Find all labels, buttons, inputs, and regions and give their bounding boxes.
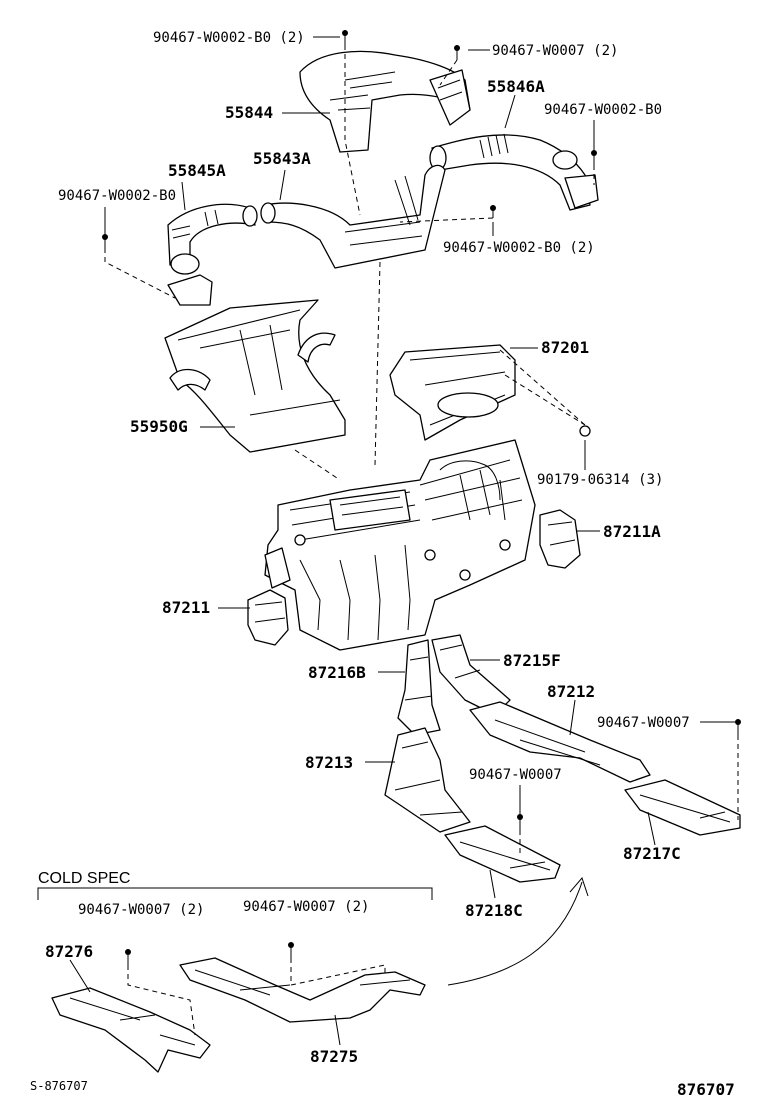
part-87213: [384, 727, 471, 833]
assembly-lines: [104, 45, 739, 1036]
label-ref-right: 876707: [677, 1080, 735, 1099]
label-87213: 87213: [305, 753, 353, 772]
label-90467-w0002-b0-center: 90467-W0002-B0 (2): [443, 240, 595, 256]
label-87211: 87211: [162, 598, 210, 617]
part-87212: [469, 701, 651, 783]
part-87275: [179, 957, 426, 1023]
part-55846a-hose: [429, 133, 599, 211]
label-cold-spec: COLD SPEC: [38, 870, 130, 887]
label-90467-w0007-right: 90467-W0007: [597, 715, 690, 731]
part-87276: [51, 987, 211, 1073]
part-87216b: [397, 639, 441, 736]
cold-spec-bracket: [37, 887, 433, 900]
label-87201: 87201: [541, 338, 589, 357]
label-87212: 87212: [547, 682, 595, 701]
label-87275: 87275: [310, 1047, 358, 1066]
part-87218c: [444, 825, 561, 883]
part-55845a-hose: [167, 203, 258, 306]
label-87216b: 87216B: [308, 663, 366, 682]
label-90467-w0007-cold-right: 90467-W0007 (2): [243, 899, 369, 915]
label-55843a: 55843A: [253, 149, 311, 168]
part-55843a-duct: [260, 164, 446, 269]
heater-unit: [264, 439, 536, 651]
leader-lines: [69, 36, 735, 1046]
fasteners: [102, 30, 741, 965]
part-87217c: [624, 779, 741, 836]
part-55950g-nozzle: [164, 299, 346, 453]
label-90467-w0002-b0-right: 90467-W0002-B0: [544, 102, 662, 118]
label-90179-06314: 90179-06314 (3): [537, 472, 663, 488]
part-87211: [247, 589, 289, 646]
label-90467-w0002-b0-left: 90467-W0002-B0: [58, 188, 176, 204]
label-55844: 55844: [225, 103, 273, 122]
label-87276: 87276: [45, 942, 93, 961]
part-55844-duct: [299, 50, 471, 153]
label-90467-w0002-b0-top: 90467-W0002-B0 (2): [153, 30, 305, 46]
part-87201-duct: [389, 344, 516, 441]
arrow-curved: [447, 877, 589, 986]
part-87211a: [539, 509, 581, 569]
label-90467-w0007-mid: 90467-W0007: [469, 767, 562, 783]
label-55845a: 55845A: [168, 161, 226, 180]
label-90467-w0007-cold-left: 90467-W0007 (2): [78, 902, 204, 918]
label-87218c: 87218C: [465, 901, 523, 920]
label-ref-left: S-876707: [30, 1079, 88, 1093]
label-87211a: 87211A: [603, 522, 661, 541]
label-55950g: 55950G: [130, 417, 188, 436]
label-90467-w0007-top: 90467-W0007 (2): [492, 43, 618, 59]
label-87215f: 87215F: [503, 651, 561, 670]
label-87217c: 87217C: [623, 844, 681, 863]
label-55846a: 55846A: [487, 77, 545, 96]
